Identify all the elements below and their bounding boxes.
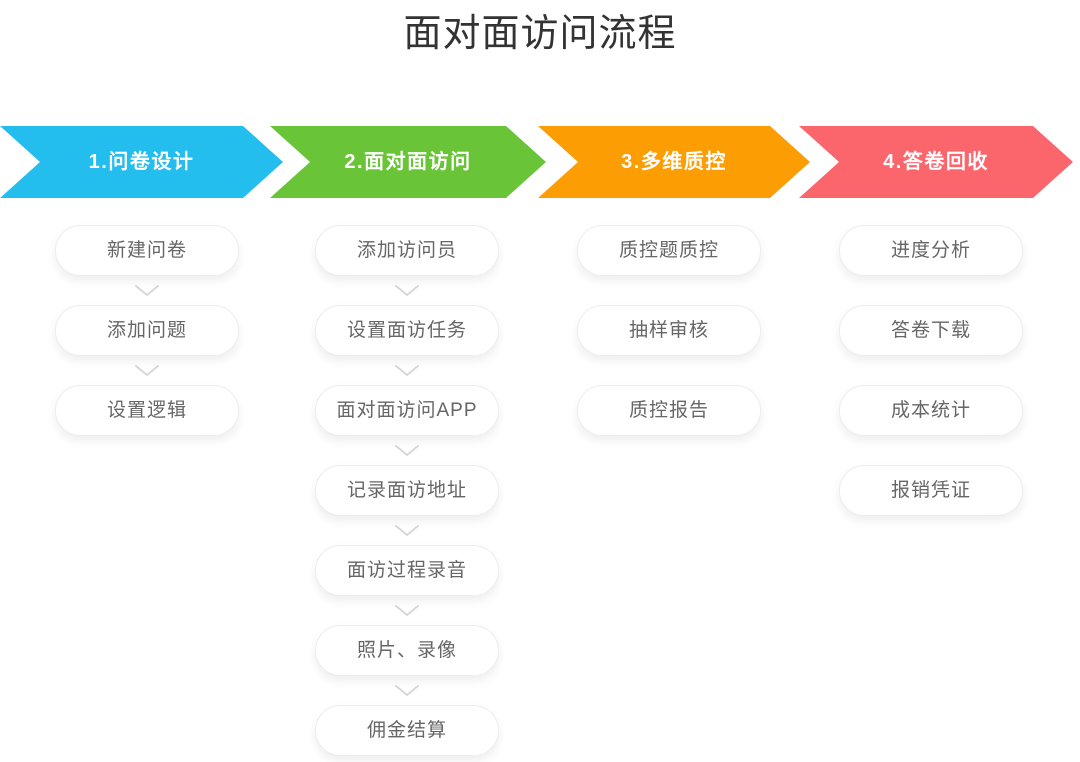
page-title: 面对面访问流程 (403, 13, 677, 55)
chevron-down-icon (395, 605, 419, 616)
step-pill: 设置逻辑 (55, 385, 239, 436)
step-pill: 答卷下载 (839, 305, 1023, 356)
stage-arrow-4: 4.答卷回收 (799, 126, 1073, 198)
step-pill: 抽样审核 (577, 305, 761, 356)
chevron-down-icon (135, 365, 159, 376)
step-pill: 质控题质控 (577, 225, 761, 276)
chevron-down-icon (135, 285, 159, 296)
chevron-down-icon (395, 365, 419, 376)
step-pill: 照片、录像 (315, 625, 499, 676)
step-pill: 设置面访任务 (315, 305, 499, 356)
stage-arrow-2: 2.面对面访问 (270, 126, 546, 198)
chevron-down-icon (395, 445, 419, 456)
step-pill: 面访过程录音 (315, 545, 499, 596)
step-pill: 面对面访问APP (315, 385, 499, 436)
step-pill: 成本统计 (839, 385, 1023, 436)
step-pill: 添加问题 (55, 305, 239, 356)
chevron-down-icon (395, 525, 419, 536)
step-pill: 质控报告 (577, 385, 761, 436)
step-pill: 进度分析 (839, 225, 1023, 276)
step-pill: 记录面访地址 (315, 465, 499, 516)
step-pill: 新建问卷 (55, 225, 239, 276)
chevron-down-icon (395, 685, 419, 696)
chevron-down-icon (395, 285, 419, 296)
stage-arrow-1: 1.问卷设计 (0, 126, 283, 198)
step-pill: 佣金结算 (315, 705, 499, 756)
step-pill: 添加访问员 (315, 225, 499, 276)
stage-arrow-3: 3.多维质控 (538, 126, 810, 198)
step-pill: 报销凭证 (839, 465, 1023, 516)
